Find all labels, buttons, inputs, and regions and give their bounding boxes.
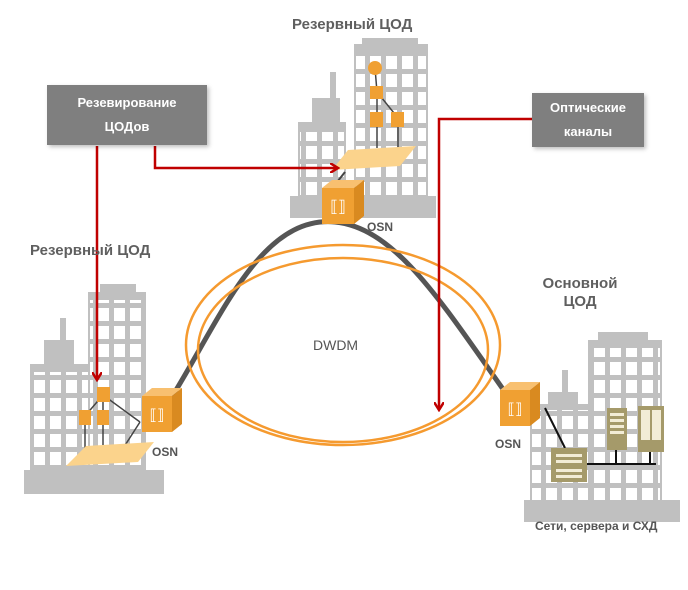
svg-text:⟦⟧: ⟦⟧ — [150, 406, 165, 424]
switch-icon — [391, 112, 404, 127]
switch-icon — [370, 86, 383, 99]
network-stack-top — [332, 61, 416, 187]
site-title-right: Основной ЦОД — [540, 275, 620, 311]
router-icon — [368, 61, 382, 75]
site-title-top: Резервный ЦОД — [292, 16, 413, 33]
switch-icon — [97, 410, 109, 425]
callout-optical-line2: каналы — [563, 124, 613, 139]
arrow-optical-to-ring — [439, 117, 533, 410]
network-stack-left — [66, 387, 154, 466]
osn-device-left: ⟦⟧ — [142, 388, 182, 432]
dwdm-ring-outer — [184, 243, 502, 447]
site-title-left: Резервный ЦОД — [30, 242, 151, 259]
switch-icon — [79, 410, 91, 425]
servers-right — [544, 406, 664, 482]
site-title-right-line2: ЦОД — [563, 293, 597, 310]
switch-icon — [370, 112, 383, 127]
callout-reservation: Резевирование ЦОДов — [47, 85, 207, 145]
svg-text:⟦⟧: ⟦⟧ — [330, 197, 346, 216]
callout-reservation-line2: ЦОДов — [104, 119, 150, 134]
equipment-label: Сети, сервера и СХД — [535, 519, 658, 533]
osn-label-top: OSN — [367, 220, 394, 234]
svg-text:⟦⟧: ⟦⟧ — [508, 400, 523, 418]
server-icon — [607, 408, 627, 450]
fiber-link — [167, 219, 508, 402]
dwdm-ring-inner — [196, 256, 490, 444]
arrow-reservation-to-top — [153, 146, 338, 168]
osn-label-right: OSN — [495, 437, 522, 451]
osn-label-left: OSN — [152, 445, 179, 459]
callout-optical: Оптические каналы — [532, 93, 644, 147]
dwdm-label: DWDM — [313, 337, 359, 353]
callout-optical-line1: Оптические — [550, 100, 626, 115]
site-title-right-line1: Основной — [542, 275, 618, 292]
switch-icon — [97, 387, 110, 402]
osn-device-right: ⟦⟧ — [500, 382, 540, 426]
osn-device-top: ⟦⟧ — [322, 180, 364, 224]
callout-reservation-line1: Резевирование — [77, 95, 177, 110]
